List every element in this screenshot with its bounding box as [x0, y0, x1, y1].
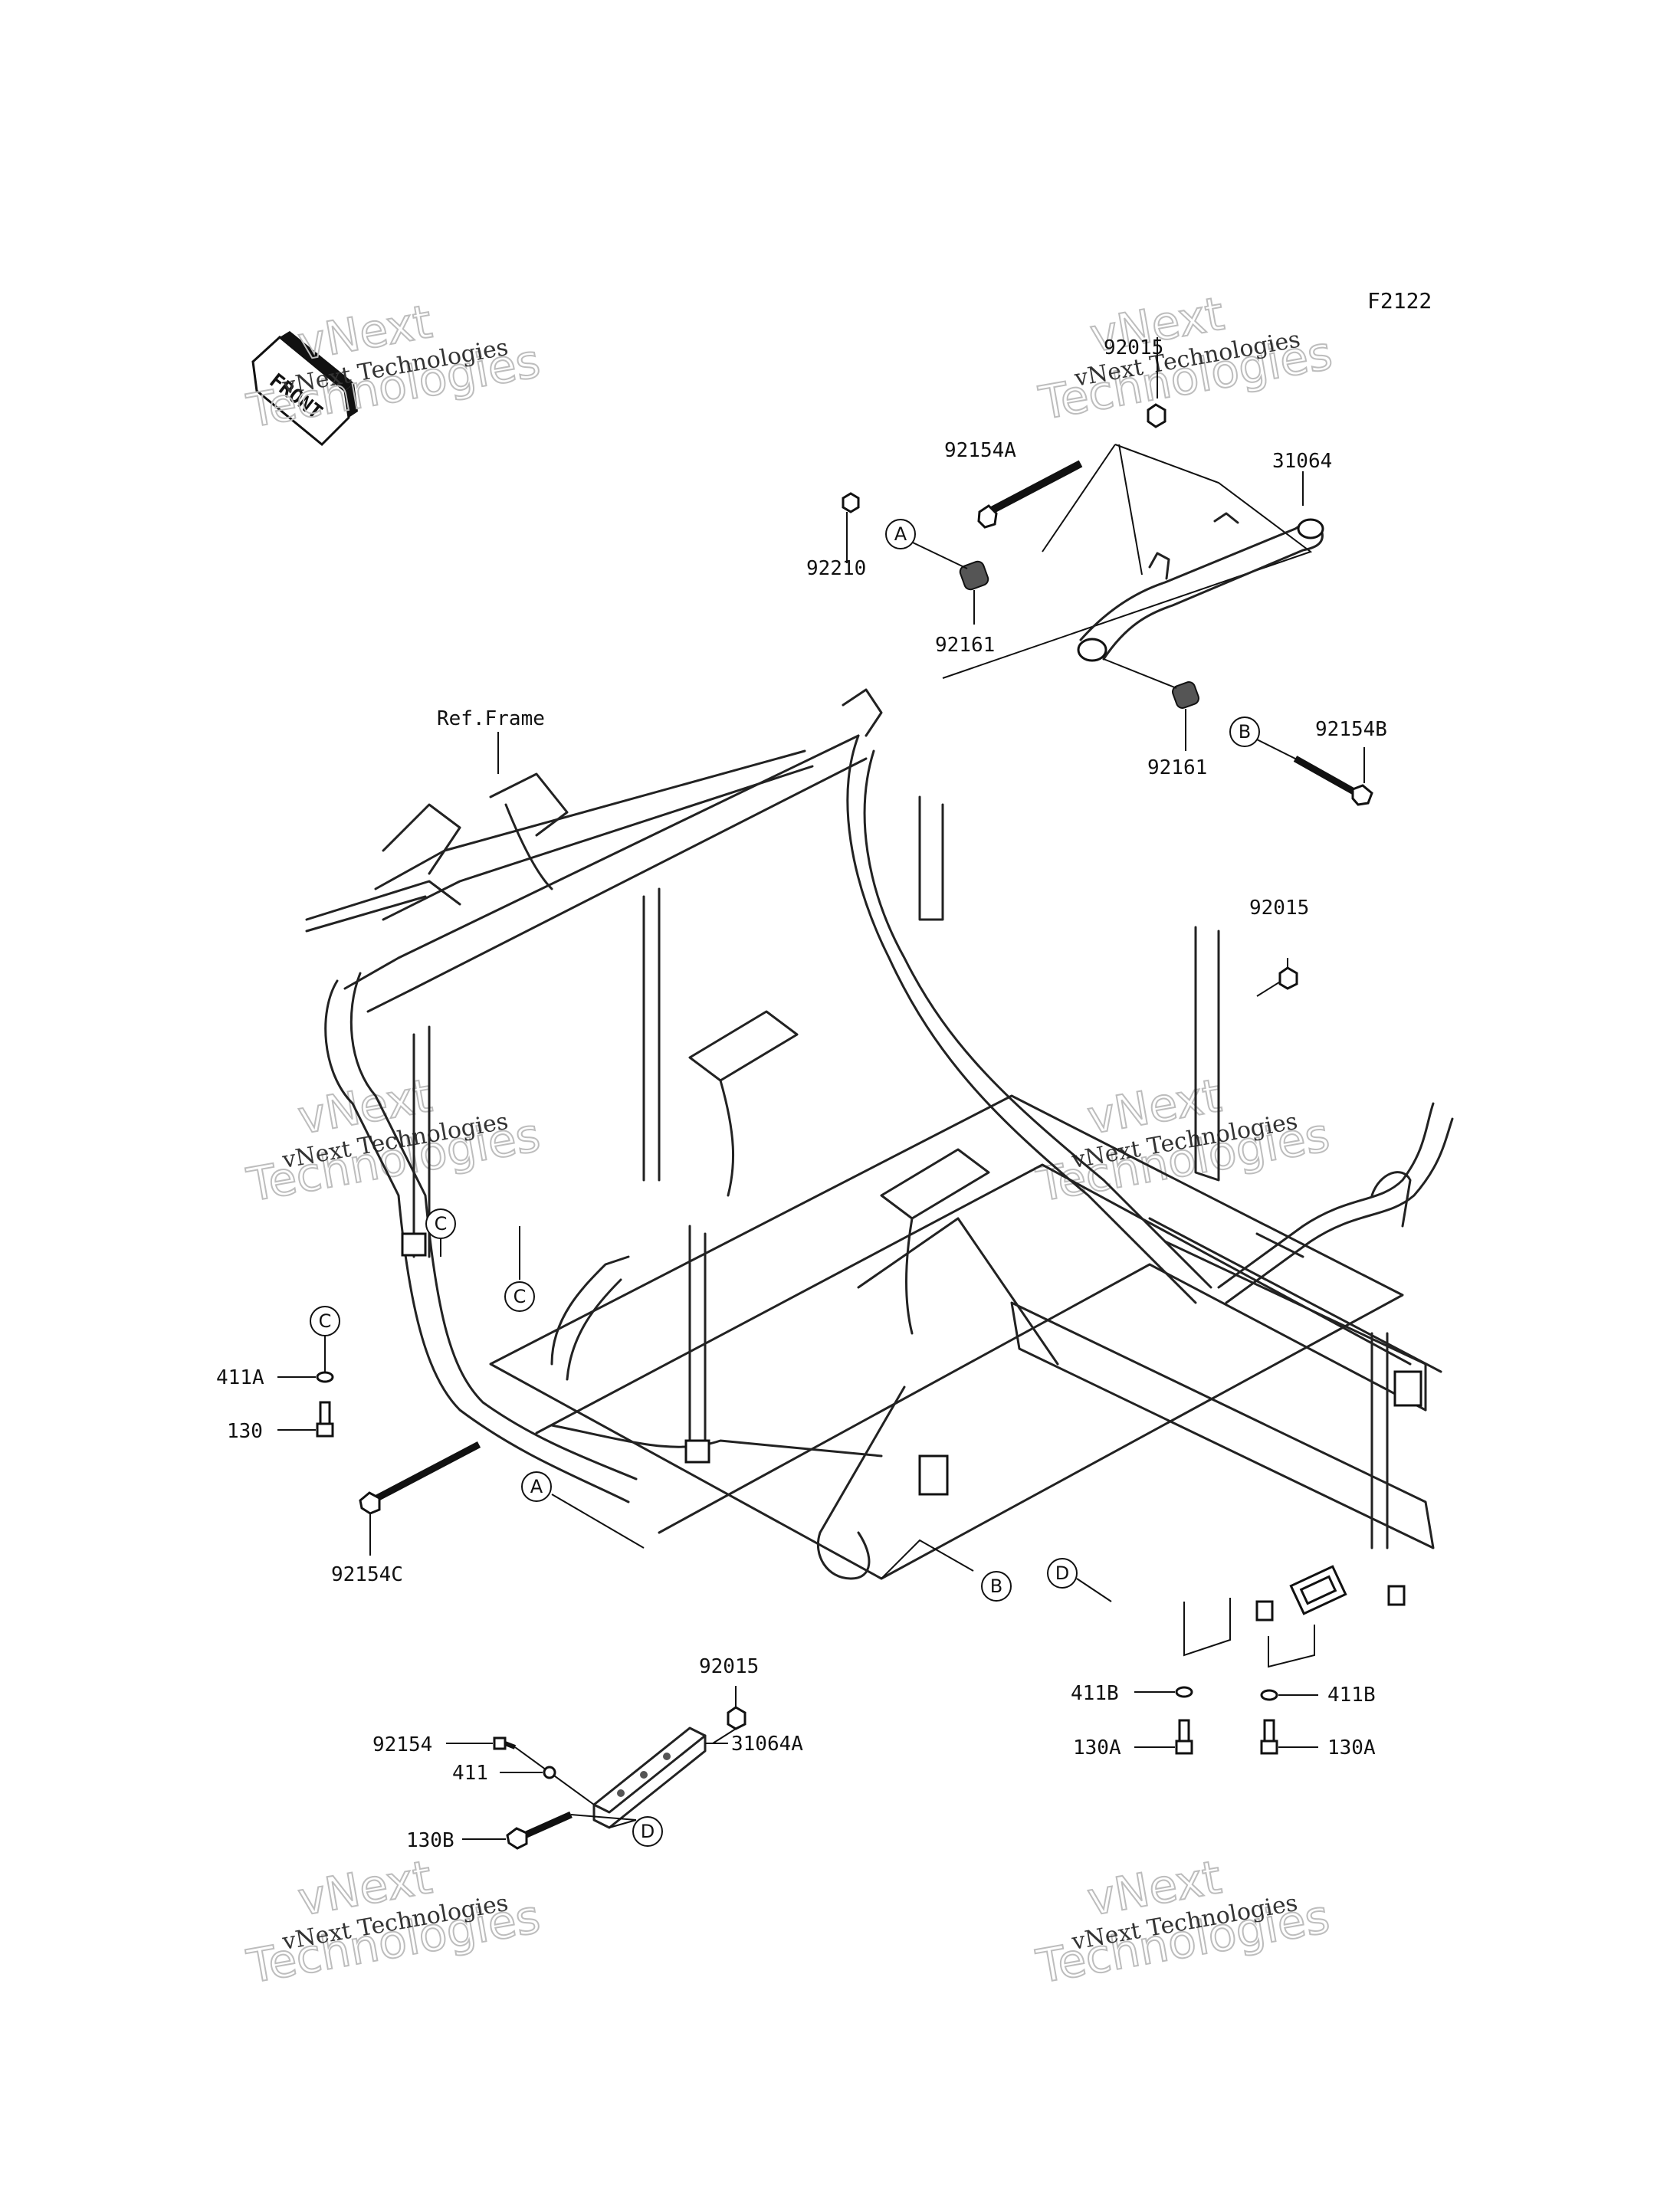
label-92154: 92154 — [372, 1733, 432, 1756]
bolt-130B — [506, 1811, 573, 1850]
nut-92015-mid — [1278, 966, 1298, 990]
leader-d-frame — [1076, 1578, 1112, 1602]
label-92015-mid: 92015 — [1249, 897, 1309, 920]
label-31064A: 31064A — [731, 1733, 803, 1756]
label-92154A: 92154A — [944, 439, 1016, 462]
label-92161-a: 92161 — [935, 634, 995, 657]
label-92154C: 92154C — [331, 1563, 403, 1586]
svg-text:C: C — [319, 1310, 332, 1332]
svg-text:B: B — [990, 1576, 1002, 1597]
svg-text:D: D — [641, 1821, 655, 1842]
svg-text:A: A — [894, 523, 907, 545]
watermark-bottom-right: vNext Technologies vNext Technologies — [1032, 1850, 1334, 1995]
callout-c-left: C — [310, 1306, 340, 1336]
leader-411B-left — [1183, 1598, 1231, 1657]
watermark-mid-left: vNext Technologies vNext Technologies — [242, 1068, 545, 1213]
callout-b-top: B — [1229, 716, 1260, 747]
washer-411 — [543, 1766, 556, 1779]
callout-a-top: A — [885, 519, 916, 549]
bolt-92154 — [493, 1736, 517, 1750]
watermark-mid-right: vNext Technologies vNext Technologies — [1032, 1068, 1334, 1213]
bolt-92154C — [359, 1441, 481, 1515]
bolt-130A-left — [1175, 1719, 1193, 1755]
callout-b-frame: B — [981, 1571, 1012, 1602]
label-92154B: 92154B — [1315, 718, 1387, 741]
svg-text:C: C — [514, 1286, 527, 1307]
vehicle-frame-drawing — [305, 688, 1454, 1622]
svg-text:C: C — [435, 1213, 448, 1235]
label-130A-left: 130A — [1073, 1736, 1121, 1759]
label-411B-right: 411B — [1327, 1684, 1376, 1707]
label-411: 411 — [452, 1762, 488, 1785]
label-92161-b: 92161 — [1147, 756, 1207, 779]
label-92015-top: 92015 — [1104, 336, 1163, 359]
leader-b-frame — [881, 1539, 974, 1579]
watermark-bottom-left: vNext Technologies vNext Technologies — [242, 1850, 545, 1995]
callout-a-frame: A — [521, 1471, 552, 1502]
leader-a-frame — [551, 1494, 645, 1549]
bolt-130A-right — [1260, 1719, 1278, 1755]
label-130B: 130B — [406, 1829, 454, 1852]
label-92210: 92210 — [806, 557, 866, 580]
label-31064: 31064 — [1272, 450, 1332, 473]
ref-frame-label: Ref.Frame — [437, 707, 545, 730]
label-411A: 411A — [216, 1366, 264, 1389]
nut-92015-bottom — [727, 1706, 746, 1730]
label-411B-left: 411B — [1071, 1682, 1119, 1705]
callout-c-1: C — [425, 1208, 456, 1239]
leader-411B-right — [1268, 1625, 1315, 1668]
callout-d-bottom: D — [632, 1816, 663, 1847]
bolt-130 — [316, 1401, 334, 1438]
diagram-code: F2122 — [1367, 288, 1432, 313]
svg-text:A: A — [530, 1476, 543, 1497]
label-130: 130 — [227, 1420, 263, 1443]
callout-c-2: C — [504, 1281, 535, 1312]
svg-text:D: D — [1055, 1562, 1069, 1584]
svg-text:B: B — [1239, 721, 1251, 743]
upper-bar-assembly — [842, 337, 1373, 806]
label-92015-bottom: 92015 — [699, 1655, 759, 1678]
washer-411B-right — [1260, 1689, 1278, 1701]
callout-d-frame: D — [1047, 1558, 1078, 1589]
washer-411A — [316, 1371, 334, 1383]
label-130A-right: 130A — [1327, 1736, 1376, 1759]
watermark-top-right: vNext Technologies vNext Technologies — [1035, 287, 1337, 431]
washer-411B-left — [1175, 1686, 1193, 1698]
bracket-31064A — [592, 1726, 707, 1829]
